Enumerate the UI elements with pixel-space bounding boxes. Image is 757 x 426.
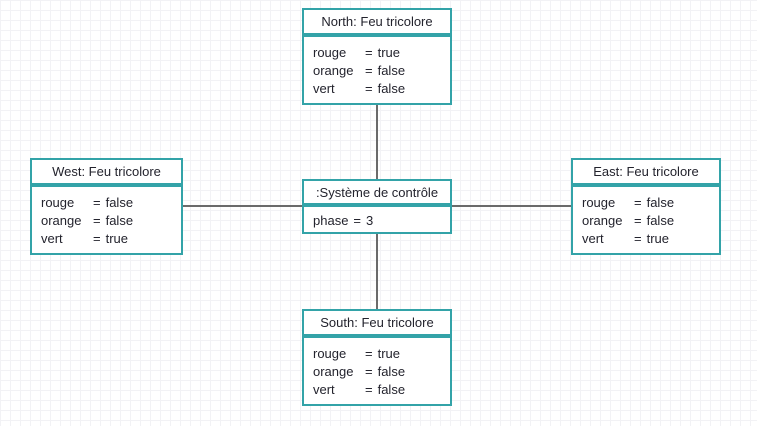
object-title-south: South: Feu tricolore xyxy=(302,309,452,336)
attribute-equals: = xyxy=(634,231,642,246)
object-node-east[interactable]: East: Feu tricolore rouge = false orange… xyxy=(571,158,721,255)
attribute-value: false xyxy=(377,81,406,96)
attribute-equals: = xyxy=(365,63,373,78)
attribute-name: rouge xyxy=(41,195,75,210)
attribute-value: false xyxy=(646,195,675,210)
attribute-name: orange xyxy=(582,213,623,228)
attribute-equals: = xyxy=(634,195,642,210)
attribute-name: rouge xyxy=(313,346,347,361)
link-control-east[interactable] xyxy=(451,205,572,207)
attribute-row: rouge = false xyxy=(582,194,719,212)
attribute-equals: = xyxy=(93,195,101,210)
attribute-name: vert xyxy=(313,81,335,96)
attribute-value: true xyxy=(377,346,400,361)
attribute-row: phase = 3 xyxy=(313,213,450,229)
attribute-row: orange = false xyxy=(313,62,450,80)
attribute-row: orange = false xyxy=(582,212,719,230)
attribute-value: true xyxy=(377,45,400,60)
attribute-equals: = xyxy=(365,364,373,379)
object-title-north: North: Feu tricolore xyxy=(302,8,452,35)
link-control-south[interactable] xyxy=(376,233,378,311)
attribute-row: orange = false xyxy=(41,212,181,230)
object-attributes-south: rouge = true orange = false vert = false xyxy=(302,336,452,406)
attribute-value: false xyxy=(377,382,406,397)
attribute-row: vert = true xyxy=(582,230,719,248)
object-node-south[interactable]: South: Feu tricolore rouge = true orange… xyxy=(302,309,452,406)
attribute-name: rouge xyxy=(582,195,616,210)
link-control-north[interactable] xyxy=(376,105,378,181)
object-attributes-west: rouge = false orange = false vert = true xyxy=(30,185,183,255)
attribute-equals: = xyxy=(93,213,101,228)
attribute-row: rouge = false xyxy=(41,194,181,212)
attribute-name: vert xyxy=(41,231,63,246)
attribute-name: phase xyxy=(313,213,349,228)
attribute-equals: = xyxy=(365,81,373,96)
attribute-row: orange = false xyxy=(313,363,450,381)
attribute-name: orange xyxy=(313,364,354,379)
attribute-name: orange xyxy=(313,63,354,78)
attribute-equals: = xyxy=(353,213,362,228)
attribute-equals: = xyxy=(365,382,373,397)
attribute-value: true xyxy=(105,231,128,246)
attribute-name: orange xyxy=(41,213,82,228)
attribute-value: false xyxy=(646,213,675,228)
attribute-value: false xyxy=(105,195,134,210)
attribute-equals: = xyxy=(365,45,373,60)
attribute-equals: = xyxy=(93,231,101,246)
attribute-name: rouge xyxy=(313,45,347,60)
object-node-west[interactable]: West: Feu tricolore rouge = false orange… xyxy=(30,158,183,255)
object-node-control[interactable]: :Système de contrôle phase = 3 xyxy=(302,179,452,234)
attribute-row: vert = false xyxy=(313,381,450,399)
object-attributes-north: rouge = true orange = false vert = false xyxy=(302,35,452,105)
attribute-value: false xyxy=(105,213,134,228)
attribute-name: vert xyxy=(313,382,335,397)
attribute-row: rouge = true xyxy=(313,345,450,363)
object-attributes-control: phase = 3 xyxy=(302,205,452,234)
attribute-value: 3 xyxy=(366,213,374,228)
attribute-value: true xyxy=(646,231,669,246)
attribute-equals: = xyxy=(634,213,642,228)
object-title-east: East: Feu tricolore xyxy=(571,158,721,185)
attribute-row: rouge = true xyxy=(313,44,450,62)
attribute-row: vert = true xyxy=(41,230,181,248)
attribute-name: vert xyxy=(582,231,604,246)
attribute-value: false xyxy=(377,63,406,78)
attribute-equals: = xyxy=(365,346,373,361)
attribute-value: false xyxy=(377,364,406,379)
link-control-west[interactable] xyxy=(183,205,303,207)
object-title-west: West: Feu tricolore xyxy=(30,158,183,185)
object-attributes-east: rouge = false orange = false vert = true xyxy=(571,185,721,255)
object-node-north[interactable]: North: Feu tricolore rouge = true orange… xyxy=(302,8,452,105)
object-title-control: :Système de contrôle xyxy=(302,179,452,205)
attribute-row: vert = false xyxy=(313,80,450,98)
